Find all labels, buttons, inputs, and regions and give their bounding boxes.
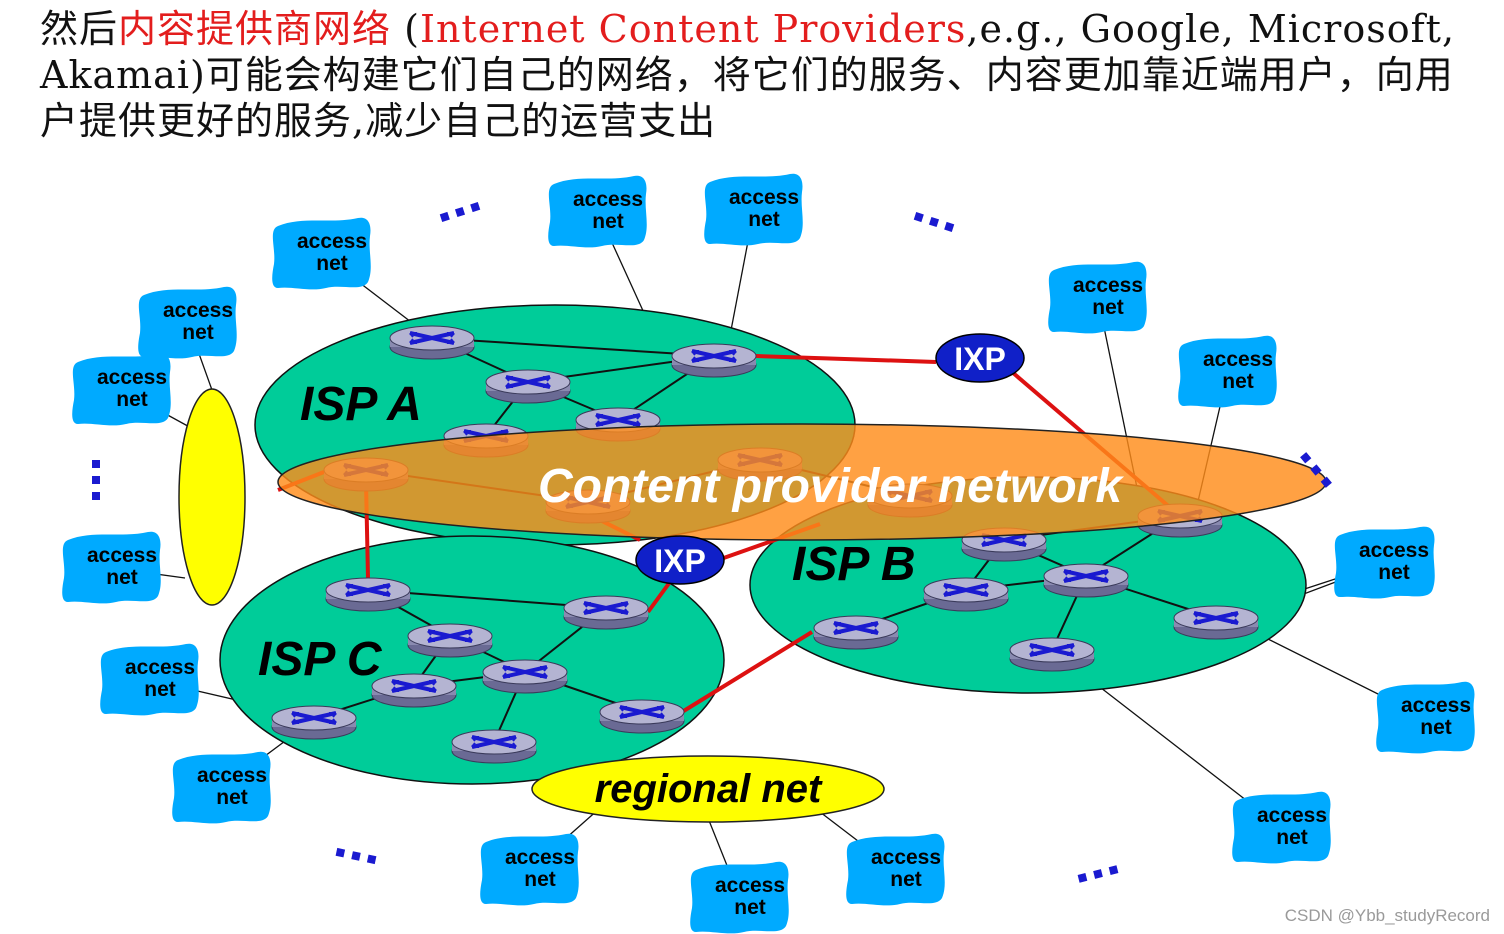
access-net-label-line1: access [1073,274,1143,297]
router-icon [481,658,569,695]
access-net-label-line1: access [1401,694,1471,717]
access-net-label-line2: net [1276,826,1308,849]
ellipsis-mark [439,202,481,222]
access-net-label-line2: net [1420,716,1452,739]
access-net-label-line1: access [197,764,267,787]
router-icon [812,614,900,651]
access-net-label-line2: net [592,210,624,233]
router-icon [670,342,758,379]
router-icon [1008,636,1096,673]
isp-a-label: ISP A [300,378,422,431]
access-net-label-line2: net [106,566,138,589]
access-net-label-line1: access [125,656,195,679]
side-regional-net [178,388,246,606]
ellipsis-marks [92,202,1332,883]
caption-part2: ( [391,7,420,51]
caption-part1: 然后 [40,7,119,51]
access-net-label-line2: net [1378,561,1410,584]
access-net-label-line2: net [734,896,766,919]
regional-net-label: regional net [595,767,823,811]
access-net-label-line2: net [1222,370,1254,393]
ellipsis-mark [335,847,377,865]
access-nets: accessnetaccessnetaccessnetaccessnetacce… [62,173,1475,934]
router-icon [324,576,412,613]
router-icon [598,698,686,735]
content-provider-label: Content provider network [538,460,1124,513]
caption-text: 然后内容提供商网络 (Internet Content Providers,e.… [40,6,1490,144]
access-net-label-line2: net [316,252,348,275]
ellipsis-mark [913,212,955,232]
access-net-label-line1: access [97,366,167,389]
caption-highlight-en: Internet Content Providers [419,7,967,51]
ellipsis-mark [92,460,100,500]
access-net-label-line1: access [715,874,785,897]
router-icon [270,704,358,741]
access-net-label-line1: access [87,544,157,567]
ixp-top-label: IXP [954,341,1006,377]
router-icon [406,622,494,659]
access-net-label-line1: access [573,188,643,211]
ellipsis-mark [1077,865,1119,883]
router-icon [388,324,476,361]
access-net-label-line1: access [1257,804,1327,827]
access-net-label-line1: access [871,846,941,869]
ellipsis-mark [1300,452,1332,488]
access-net-label-line1: access [1359,539,1429,562]
access-net-label-line2: net [116,388,148,411]
access-net-label-line1: access [1203,348,1273,371]
access-net-label-line1: access [729,186,799,209]
isp-c-label: ISP C [258,633,383,686]
access-net-label-line2: net [216,786,248,809]
access-net-label-line1: access [297,230,367,253]
caption-highlight: 内容提供商网络 [118,7,392,51]
isp-b-label: ISP B [792,538,916,591]
access-net-label-line2: net [524,868,556,891]
watermark: CSDN @Ybb_studyRecord [1284,906,1490,925]
ixp-middle-label: IXP [654,543,706,579]
router-icon [562,594,650,631]
ixp-top: IXP [935,333,1025,383]
caption-part3: ,e.g., Google, Microsoft, Akamai)可能会构建它们… [40,7,1456,143]
router-icon [450,728,538,765]
router-icon [922,576,1010,613]
router-icon [1172,604,1260,641]
access-net-label-line2: net [748,208,780,231]
access-net-label-line2: net [182,321,214,344]
access-net-label-line2: net [1092,296,1124,319]
ixp-middle: IXP [635,535,725,585]
access-net-label-line1: access [505,846,575,869]
access-net-label-line1: access [163,299,233,322]
access-net-label-line2: net [144,678,176,701]
router-icon [370,672,458,709]
router-icon [484,368,572,405]
access-net-label-line2: net [890,868,922,891]
regional-net-region [531,755,885,823]
router-icon [1042,562,1130,599]
